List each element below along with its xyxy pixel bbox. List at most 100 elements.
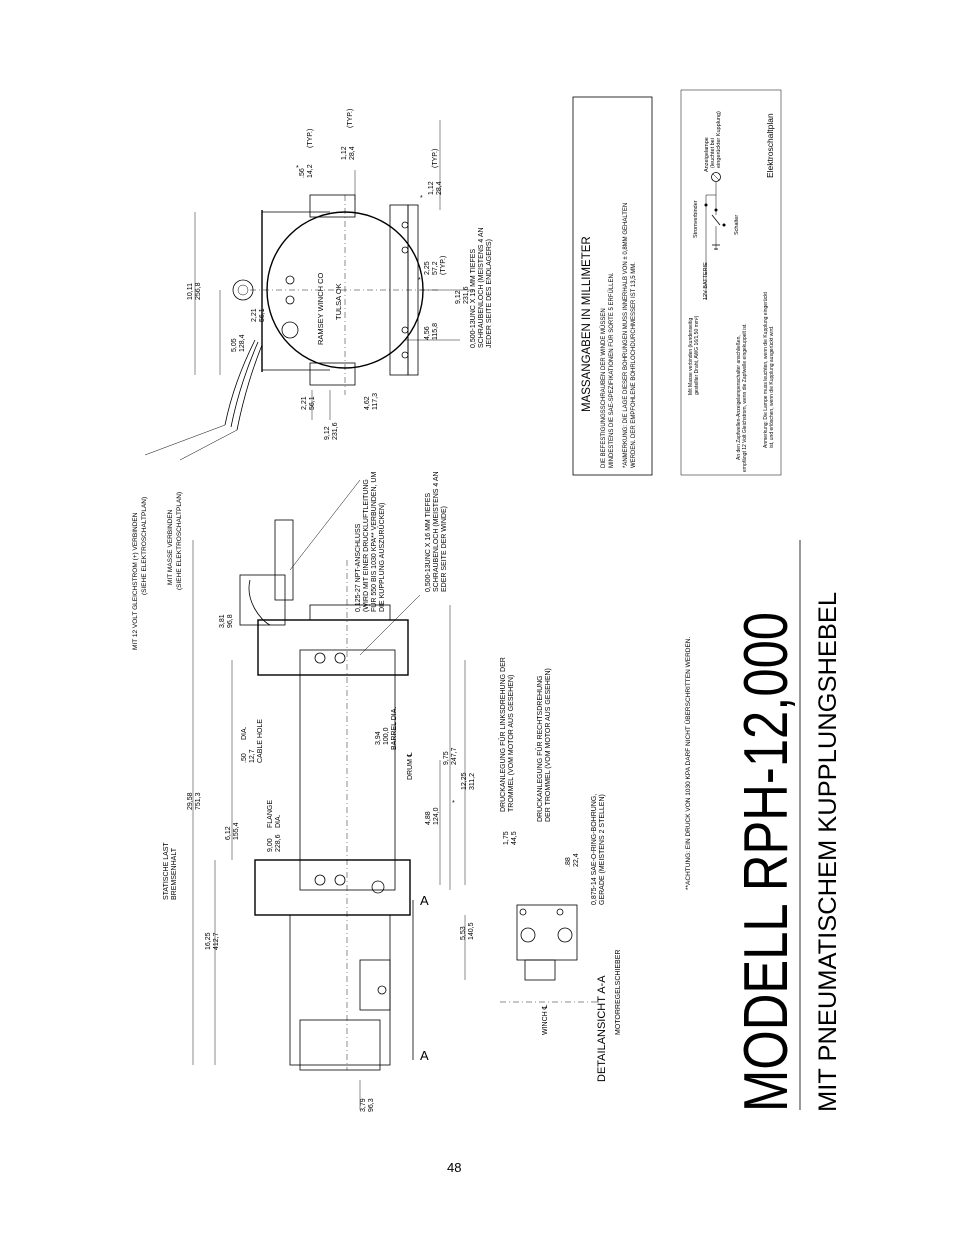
control-valve (359, 959, 391, 1011)
end-bearing-cap (309, 604, 391, 621)
switch-symbol (711, 214, 721, 226)
dim-d7-in: 2,25 (424, 261, 431, 275)
dim-88-mm: 22,4 (573, 853, 580, 867)
dim-d8-in: 9,12 (455, 290, 462, 304)
detail-subtitle: MOTORREGELSCHIEBER (615, 950, 622, 1035)
dim-d6-in: 1,12 (428, 181, 435, 195)
power-callout-2: (SIEHE ELEKTROSCHALTPLAN) (141, 497, 148, 595)
dim-cable-hole: CABLE HOLE (257, 719, 264, 763)
end-bolt-callout-3: JEDER SEITE DES ENDLAGERS) (486, 239, 493, 348)
model-subtitle: MIT PNEUMATISCHEM KUPPLUNGSHEBEL (814, 592, 842, 1112)
oring-callout-1: 0,875-14 SAE-O-RING-BOHRUNG, (591, 794, 598, 905)
ground-note-2: gestellter Draht, AWG 16/1,50 mm²) (694, 315, 700, 395)
dim-d2-mm: 128,4 (239, 334, 246, 352)
end-bolt-callout-2: SCHRAUBENLOCH (MEISTENS 4 AN (478, 227, 485, 348)
dim-d3-mm: 56,1 (259, 308, 266, 322)
detail-title: DETAILANSICHT A-A (596, 975, 608, 1082)
dim-d9-in: 4,56 (424, 326, 431, 340)
notes-line-4: WERDEN. DER EMPFOHLENE BOHRLOCHDURCHMESS… (631, 262, 637, 468)
power-connector-label: Stromverbinder (693, 200, 699, 238)
dim-flange-in: 9,00 (267, 838, 274, 852)
dim-d10-in: 2,21 (301, 396, 308, 410)
lamp-label-2: (leuchtet bei (710, 138, 716, 168)
wire-callouts: MIT 12 VOLT GLEICHSTROM (+) VERBINDEN (S… (132, 424, 238, 650)
junction-dot-1 (704, 203, 708, 207)
end-bolt-callout-1: 0,500-13UNC X 19 MM TIEFES (470, 249, 477, 348)
dim-barrel-label: BARREL DIA. (391, 707, 398, 750)
dim-d4-typ: (TYP.) (307, 129, 314, 148)
pressure-warning: **ACHTUNG: EIN DRUCK VON 1030 KPA DARF N… (684, 637, 692, 890)
dim-379-in: 3,79 (360, 1098, 367, 1112)
dim-overall-in: 29,58 (187, 792, 194, 810)
maker-city: TULSA OK (334, 283, 343, 320)
left-rot-callout-2: TROMMEL (VOM MOTOR AUS GESEHEN) (508, 675, 515, 812)
right-rot-callout-1: DRUCKANLEGUNG FÜR RECHTSDREHUNG (536, 675, 544, 822)
junction-dot-2 (714, 208, 718, 212)
model-title: MODELL RPH-12,000 (732, 612, 801, 1112)
valve-bolt-1 (519, 908, 527, 916)
tol-star-2: * (420, 195, 423, 202)
dim-d9-mm: 115,8 (432, 323, 439, 340)
page-number: 48 (447, 1160, 462, 1175)
clutch-hose (248, 579, 271, 626)
valve-port-left (520, 927, 536, 943)
ground-callout-2: (SIEHE ELEKTROSCHALTPLAN) (176, 492, 183, 590)
static-load-1: STATISCHE LAST (163, 842, 170, 900)
notes-heading: MASSANGABEN IN MILLIMETER (581, 236, 593, 412)
winch-cl-label: WINCH ℄ (541, 1004, 549, 1035)
dim-d3-in: 2,21 (251, 308, 258, 322)
switch-label: Schalter (734, 215, 740, 235)
dim-d4-in: .56 (299, 168, 306, 178)
valve-bolt-2 (556, 908, 564, 916)
junction-dot-3 (722, 223, 726, 227)
motor-cap (299, 1019, 381, 1071)
dim-88-in: .88 (565, 857, 572, 867)
dim-flange-dia: DIA. (275, 814, 282, 828)
valve-stem (524, 959, 556, 981)
side-bolt-callout-1: 0,500-13UNC X 16 MM TIEFES (425, 493, 432, 592)
dim-d7-typ: (TYP.) (440, 256, 447, 275)
switch-note-2: empfängt 12 Volt Gleichstrom, wenn die Z… (742, 323, 748, 472)
dim-d10-mm: 56,1 (309, 396, 316, 410)
end-bolt-hole-3 (401, 326, 409, 334)
valve-port-right (557, 927, 573, 943)
dim-d7-mm: 57,2 (432, 261, 439, 275)
wiring-title: Elektroschaltplan (765, 113, 775, 178)
title-block: MODELL RPH-12,000 MIT PNEUMATISCHEM KUPP… (732, 540, 842, 1112)
end-bolt-hole-1 (401, 221, 409, 229)
wire-lamp (705, 182, 717, 300)
dim-barrel-in: 3,94 (375, 731, 382, 745)
battery-label: 12V BATTERIE (703, 262, 709, 300)
wiring-frame (680, 89, 782, 476)
dim-cable-mm: 12,7 (249, 749, 256, 763)
ground-callout-1: MIT MASSE VERBINDEN (167, 509, 174, 585)
clutch-lever (274, 519, 294, 601)
flange-bolt-2 (334, 874, 346, 886)
bearing-bolt-2 (334, 652, 346, 664)
notes-frame (572, 96, 653, 476)
dim-flange-mm: 228,6 (275, 834, 282, 852)
right-rot-callout-2: DER TROMMEL (VOM MOTOR AUS GESEHEN) (545, 668, 552, 822)
npt-callout-3: FÜR 550 BIS 1030 KPA** VERBUNDEN, UM (370, 472, 378, 612)
dim-1625-in: 16,25 (205, 932, 212, 950)
dim-379-mm: 96,3 (368, 1098, 375, 1112)
dim-d2-in: 5,05 (231, 338, 238, 352)
end-bolt-hole-2 (401, 246, 409, 254)
tol-star-1: * (296, 165, 299, 172)
npt-callout-2: (WIRD MIT EINER DRUCKLUFTLEITUNG (363, 479, 370, 612)
dim-488-in: 4,88 (425, 811, 432, 825)
notes-line-1: DIE BEFESTIGUNGSSCHRAUBEN DER WINDE MÜSS… (600, 308, 607, 468)
wiring-diagram: Elektroschaltplan Anzeigelampe (leuchtet… (680, 89, 782, 476)
notes-line-2: MINDESTENS DIE SAE-SPEZIFIKATIONEN FÜR S… (608, 272, 615, 468)
oring-callout-2: GERADE (MEISTENS 2 STELLEN) (599, 794, 606, 905)
dim-d5-in: 1,12 (341, 146, 348, 160)
dim-d6-typ: (TYP.) (432, 149, 439, 168)
drum-barrel (299, 649, 396, 891)
lamp-note-2: ist, und erlöschen, wenn die Kupplung au… (769, 326, 775, 448)
side-view: A A 29,58 751,3 16,25 412,7 6,12 155,4 9… (163, 471, 606, 1112)
dim-d6-mm: 28,4 (436, 181, 443, 195)
left-rot-callout-1: DRUCKANLEGUNG FÜR LINKSDREHUNG DER (499, 657, 507, 812)
flange-plug (371, 880, 385, 894)
dim-175-mm: 44,5 (511, 831, 518, 845)
